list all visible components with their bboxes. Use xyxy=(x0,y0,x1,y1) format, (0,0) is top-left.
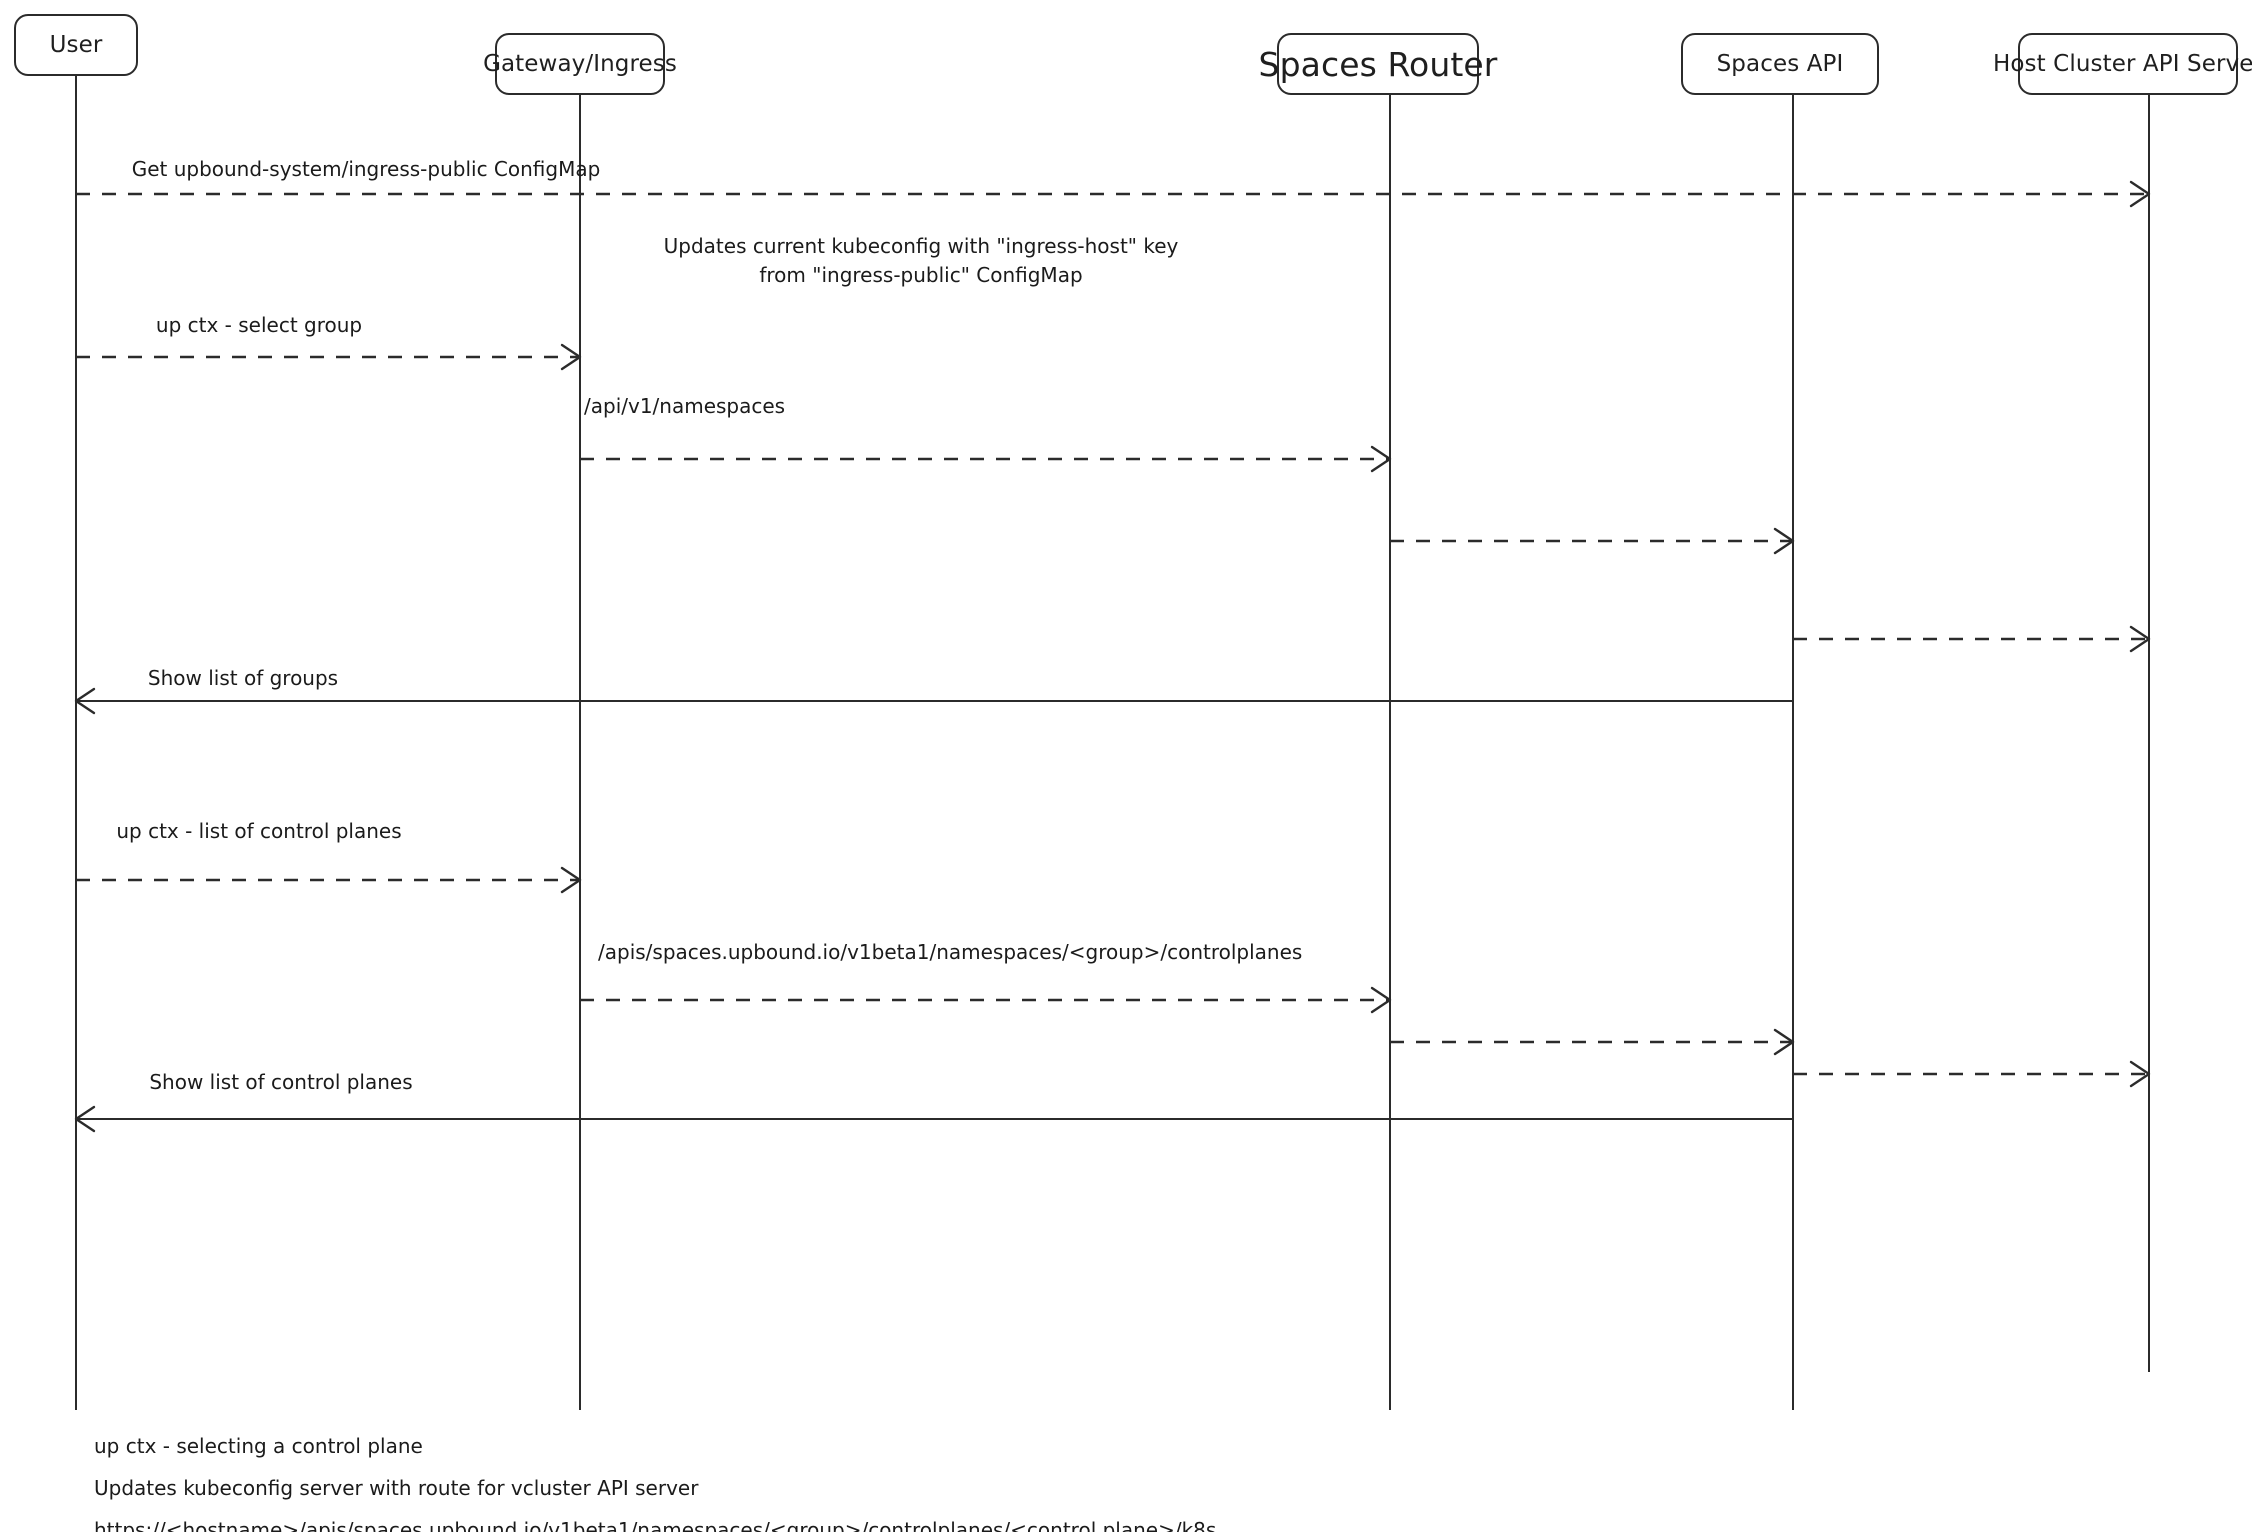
participant-label-user: User xyxy=(49,32,103,58)
message-label-m2: Updates current kubeconfig with "ingress… xyxy=(663,234,1179,287)
message-label-m7: Show list of groups xyxy=(147,666,339,690)
message-label-m1: Get upbound-system/ingress-public Config… xyxy=(131,157,601,181)
participant-label-router: Spaces Router xyxy=(1258,44,1498,84)
message-label-m9: /apis/spaces.upbound.io/v1beta1/namespac… xyxy=(598,940,1303,964)
participant-box-router[interactable]: Spaces Router xyxy=(1259,33,1497,95)
participant-label-gateway: Gateway/Ingress xyxy=(483,51,677,77)
arrowhead-m3 xyxy=(560,343,582,371)
participant-box-host-api[interactable]: Host Cluster API Server xyxy=(1993,33,2252,95)
lifelines-group xyxy=(75,76,2150,1410)
arrowhead-m12 xyxy=(74,1105,96,1133)
arrowhead-m10 xyxy=(1773,1028,1795,1056)
arrowhead-m1 xyxy=(2129,180,2151,208)
message-label-m3: up ctx - select group xyxy=(155,313,363,337)
footer-note-n2: Updates kubeconfig server with route for… xyxy=(94,1476,699,1500)
message-label-m11: Show list of control planes xyxy=(149,1070,413,1094)
participant-label-spaces-api: Spaces API xyxy=(1716,51,1844,77)
footer-note-n3: https://<hostname>/apis/spaces.upbound.i… xyxy=(94,1518,1217,1532)
participant-box-gateway[interactable]: Gateway/Ingress xyxy=(483,33,677,95)
arrowhead-m9 xyxy=(1370,986,1392,1014)
arrowhead-m7 xyxy=(74,687,96,715)
messages-group xyxy=(74,180,2151,1133)
arrowhead-m5 xyxy=(1773,527,1795,555)
arrowhead-m8 xyxy=(560,866,582,894)
arrowhead-m6 xyxy=(2129,625,2151,653)
message-label-m4: /api/v1/namespaces xyxy=(584,394,786,418)
participant-box-spaces-api[interactable]: Spaces API xyxy=(1681,33,1879,95)
message-label-m8: up ctx - list of control planes xyxy=(116,819,402,843)
footer-note-n1: up ctx - selecting a control plane xyxy=(94,1434,423,1458)
arrowhead-m11 xyxy=(2129,1060,2151,1088)
participant-label-host-api: Host Cluster API Server xyxy=(1992,51,2252,77)
arrowhead-m4 xyxy=(1370,445,1392,473)
participant-box-user[interactable]: User xyxy=(14,14,138,76)
